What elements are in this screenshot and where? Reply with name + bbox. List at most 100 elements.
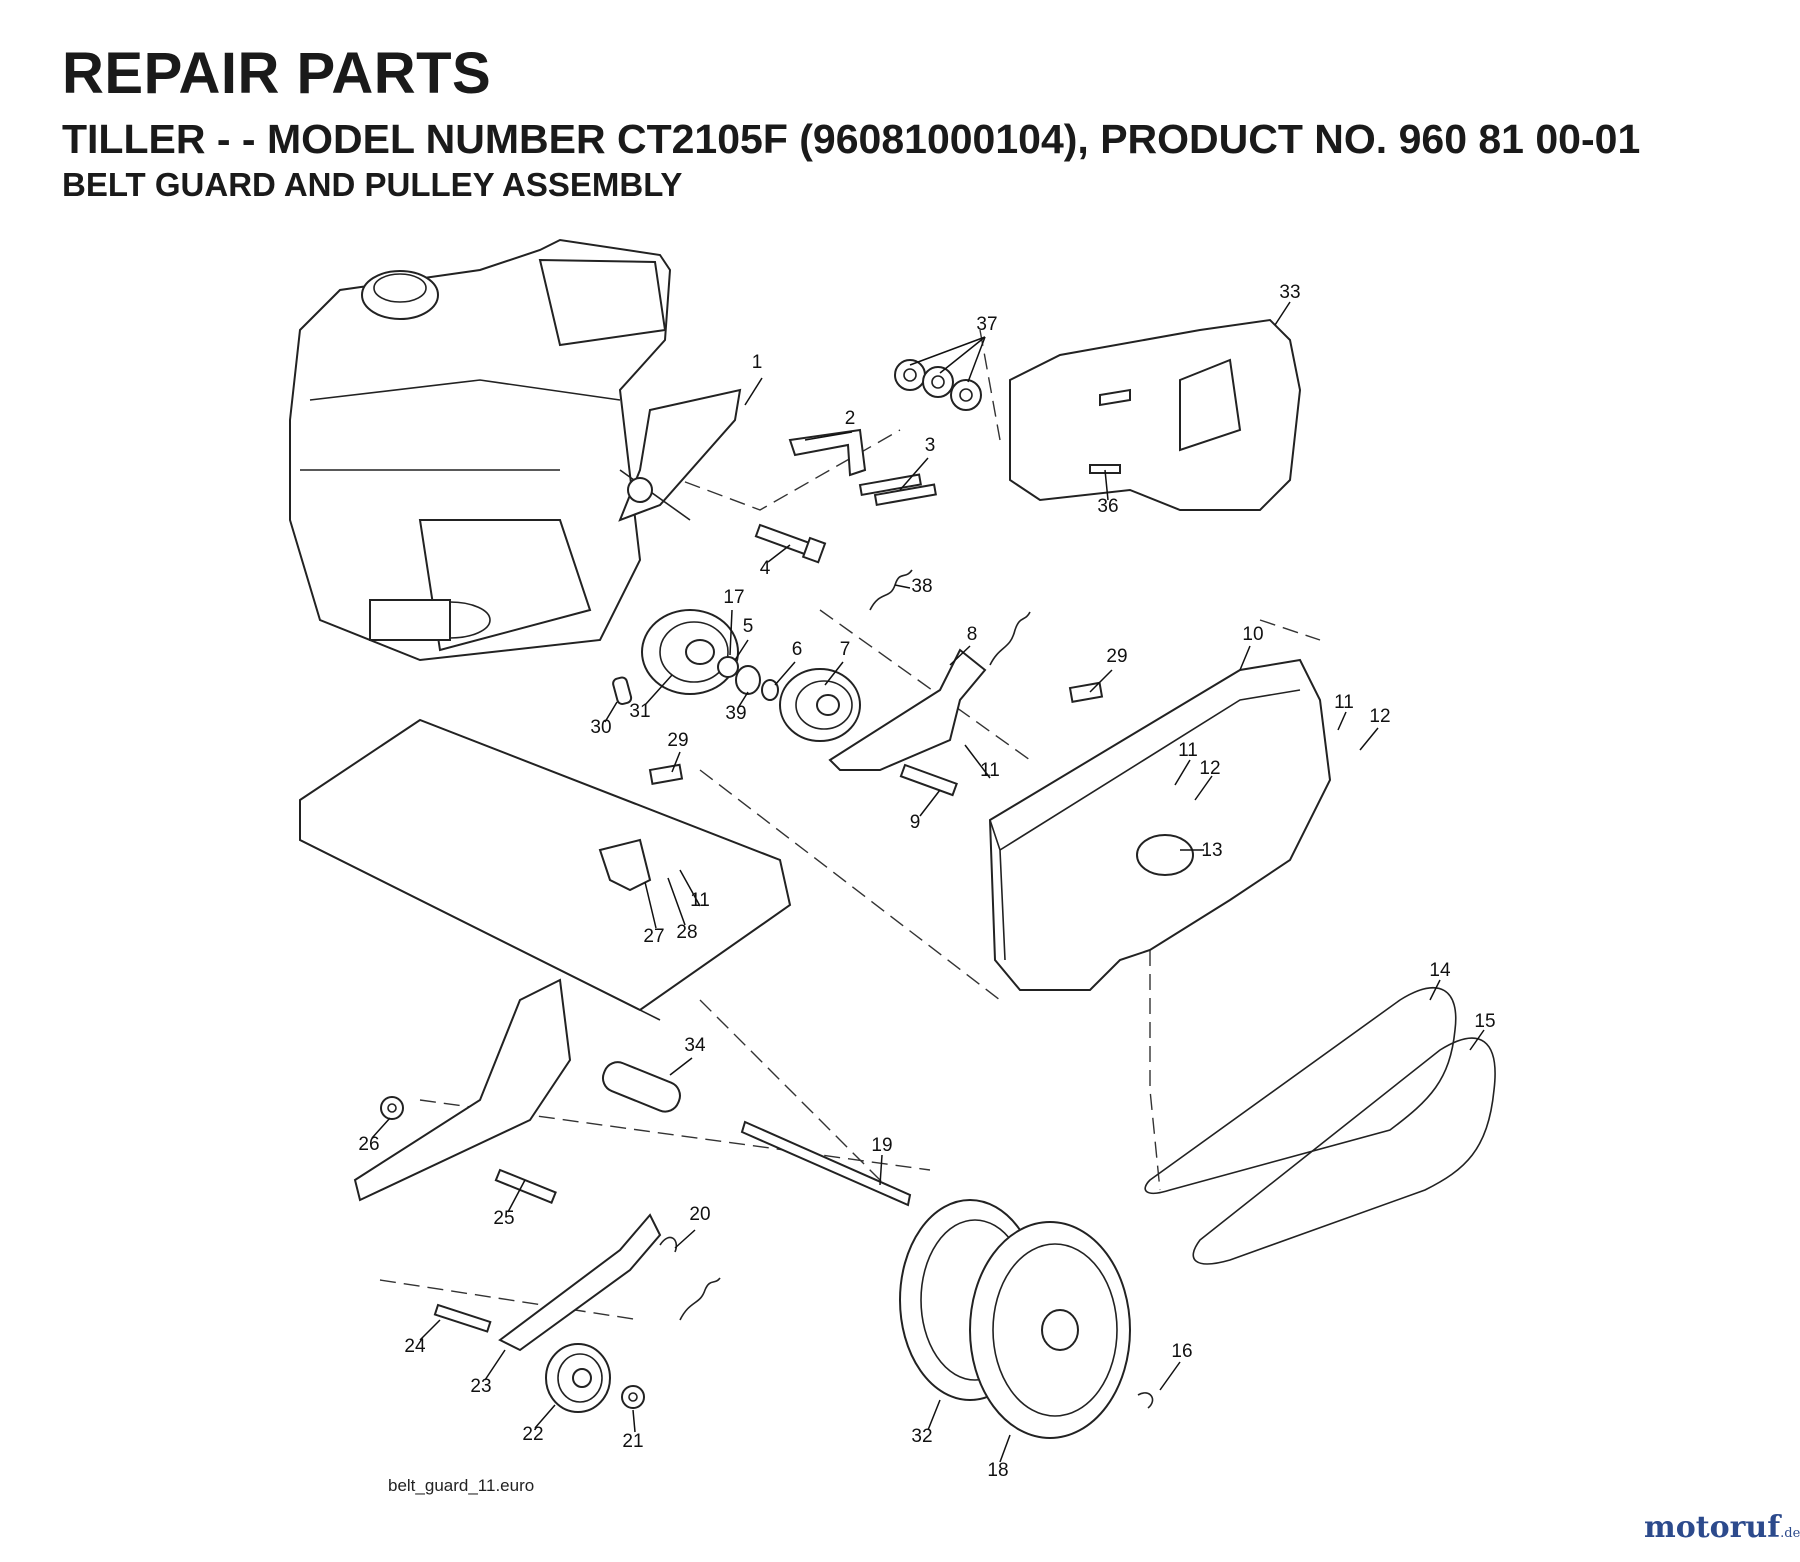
callout-5: 5 [743,616,754,637]
callout-26: 26 [358,1134,379,1155]
spring-lower [679,1277,721,1321]
leader-line-31 [644,674,673,706]
leader-line-37 [909,336,986,366]
pulley-part-22 [545,1343,611,1413]
callout-10: 10 [1242,624,1263,645]
callout-28: 28 [676,922,697,943]
callout-7: 7 [840,639,851,660]
leader-line-4 [767,544,791,563]
section-title: BELT GUARD AND PULLEY ASSEMBLY [62,166,683,203]
callout-24: 24 [404,1336,426,1357]
idler-arm-part-23 [498,1213,662,1352]
leader-line-37-extra [939,336,986,374]
leader-line-23 [484,1349,506,1381]
belt-part-15 [1192,1037,1496,1265]
leader-line-12 [1194,775,1213,801]
callout-36: 36 [1097,496,1118,517]
model-subtitle: TILLER - - MODEL NUMBER CT2105F (9608100… [62,116,1641,162]
leader-line-32 [927,1399,941,1431]
callout-31: 31 [629,701,650,722]
callout-21: 21 [622,1431,643,1452]
callout-25: 25 [493,1208,514,1229]
bolt-part-25 [494,1168,557,1204]
callout-1: 1 [752,352,763,373]
leader-line-15 [1469,1029,1485,1051]
leader-line-2 [804,431,853,441]
callout-11: 11 [690,890,710,911]
bolt-part-9 [899,763,958,797]
washers-part-37 [894,359,982,411]
leader-line-36 [1104,469,1109,501]
frame-section [353,978,572,1202]
callout-20: 20 [689,1204,710,1225]
leader-line-1 [744,377,763,406]
leader-line-17 [729,609,733,656]
leader-line-20 [674,1229,696,1249]
watermark-main: motoruf [1644,1510,1781,1545]
tine-shield [299,718,792,1021]
callout-4: 4 [760,558,771,579]
idler-bracket-part-8 [828,648,987,771]
nut-part-26 [380,1096,404,1120]
callout-39: 39 [725,703,746,724]
leader-line-34 [669,1057,693,1076]
leader-line-14 [1429,979,1441,1001]
leader-line-3 [899,457,929,491]
large-pulley-part-18 [969,1221,1131,1439]
belt-guard-part-10 [988,658,1332,991]
callout-37: 37 [976,314,997,335]
callout-9: 9 [910,812,921,833]
callout-27: 27 [643,926,664,947]
leader-line-11 [964,744,991,779]
leader-line-24 [419,1319,441,1341]
leader-line-11 [1337,711,1347,731]
engine-illustration [289,238,672,662]
leader-line-39 [737,691,749,709]
callout-2: 2 [845,408,856,429]
page-title: REPAIR PARTS [62,41,492,106]
clip-part-20 [659,1236,678,1253]
tube-part-34 [601,1061,681,1113]
leader-line-29 [1089,669,1113,693]
leader-line-11 [679,869,701,907]
callout-17: 17 [723,587,744,608]
leader-line-5 [734,639,749,661]
leader-line-25 [507,1179,526,1213]
callout-14: 14 [1429,960,1451,981]
leader-line-26 [371,1117,391,1139]
bolt-part-4 [754,523,827,564]
leader-line-29 [671,751,681,773]
watermark-tld: .de [1780,1526,1800,1541]
leader-line-30 [604,701,618,723]
leader-line-6 [774,661,796,686]
callout-23: 23 [470,1376,491,1397]
upper-guard-part-33 [1009,318,1302,511]
callout-16: 16 [1171,1341,1192,1362]
clip-part-2 [788,428,867,477]
leader-line-19 [879,1154,883,1186]
pulley-part-7 [779,668,861,742]
callout-34: 34 [684,1035,706,1056]
leader-line-9 [919,789,941,817]
leader-line-10 [1239,645,1251,671]
leader-line-11 [1174,759,1191,786]
leader-line-28 [667,877,686,926]
callout-32: 32 [911,1426,932,1447]
leader-line-8 [949,645,971,666]
callout-22: 22 [522,1424,543,1445]
watermark-logo: motoruf.de [1644,1510,1800,1545]
leader-line-12 [1359,727,1379,751]
callout-13: 13 [1201,840,1222,861]
pin-part-30 [612,676,633,705]
belt-part-14 [1144,987,1457,1195]
callout-19: 19 [871,1135,892,1156]
callout-12: 12 [1199,758,1220,779]
leader-line-7 [824,661,844,686]
callout-11: 11 [1334,692,1354,713]
callout-8: 8 [967,624,978,645]
drawing-filename: belt_guard_11.euro [388,1476,535,1495]
spacer-parts [717,656,779,701]
bolts-part-3 [858,473,937,507]
